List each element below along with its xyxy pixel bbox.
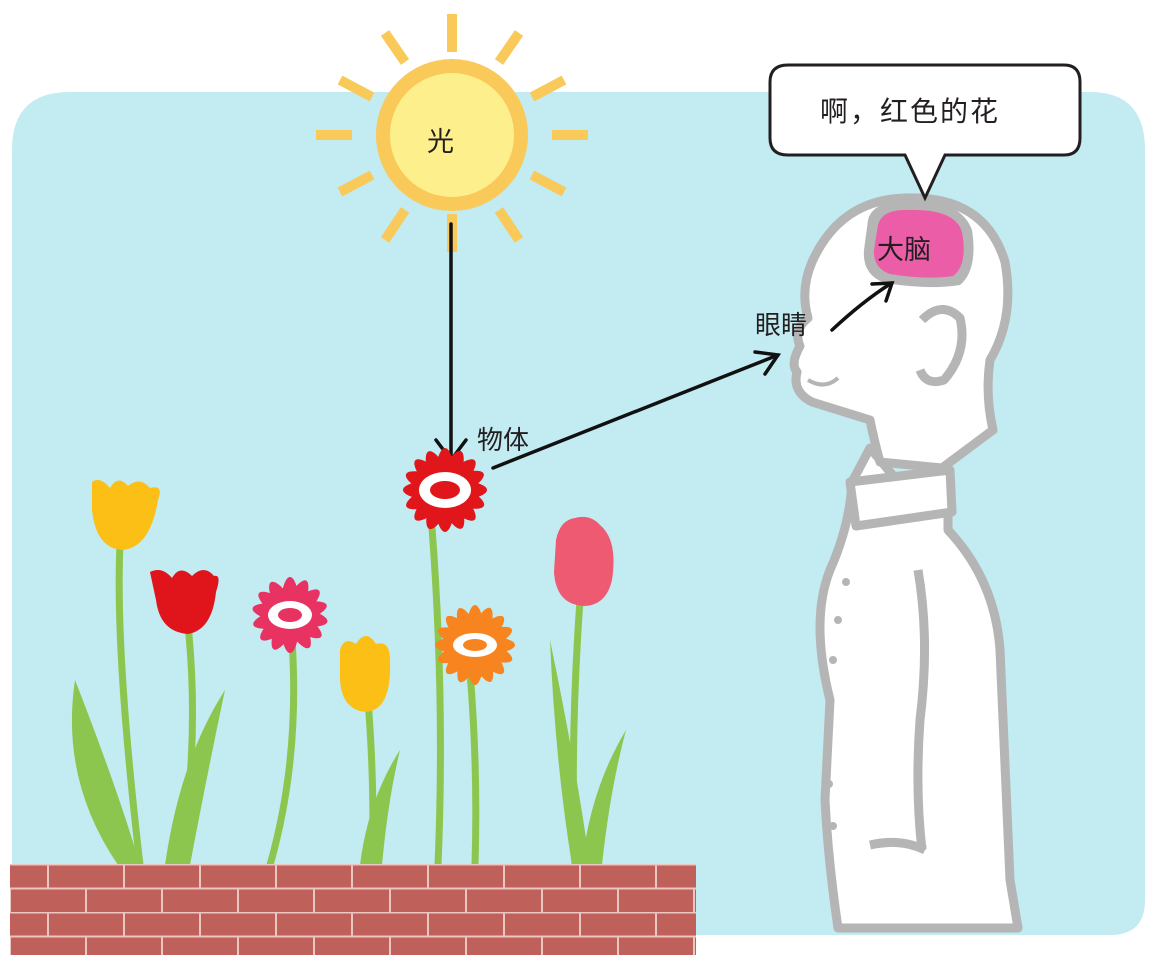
tulip-icon-yellow-center — [340, 636, 390, 712]
brick-wall-icon — [10, 864, 696, 955]
speech-bubble-text: 啊，红色的花 — [820, 90, 1000, 130]
brain-label: 大脑 — [877, 228, 931, 267]
light-label: 光 — [427, 120, 454, 159]
object-label: 物体 — [477, 420, 529, 457]
tulip-icon-pink — [554, 517, 614, 606]
eye-label: 眼睛 — [755, 305, 807, 342]
